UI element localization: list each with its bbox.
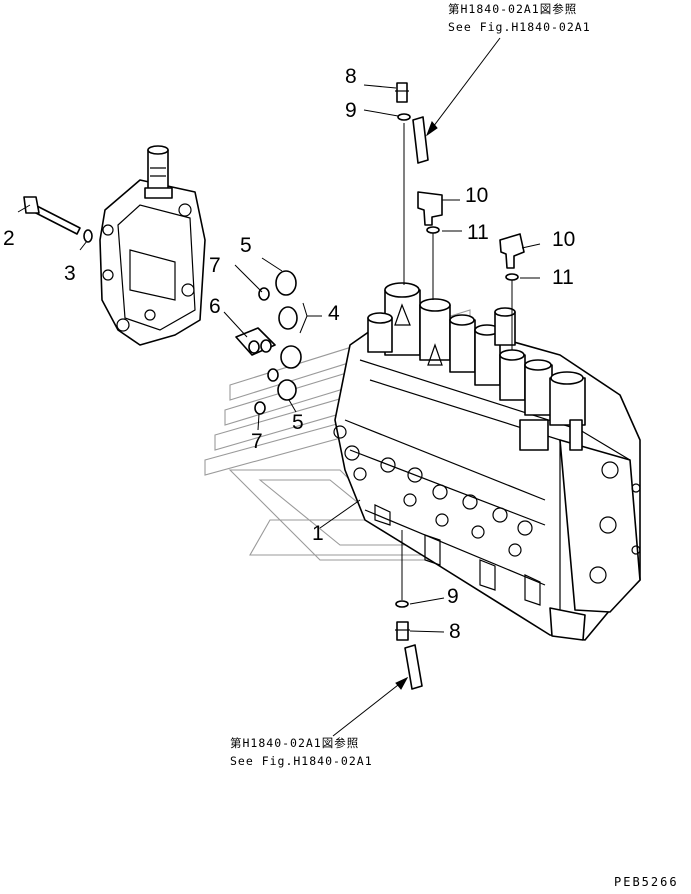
washer [83, 229, 93, 243]
callout-1: 1 [312, 522, 324, 545]
arrowhead-bottom [395, 676, 409, 690]
reference-bottom-jp: 第H1840-02A1図参照 [230, 736, 359, 750]
callout-10-left: 10 [465, 184, 488, 207]
callout-3: 3 [64, 262, 76, 285]
elbow-fitting-right [499, 233, 525, 281]
callout-11-left: 11 [467, 221, 489, 244]
plug-bottom [395, 600, 410, 641]
callout-9-top: 9 [345, 99, 357, 122]
callout-5-lower: 5 [292, 411, 304, 434]
elbow-fitting-left [417, 191, 443, 234]
callout-2: 2 [3, 227, 15, 250]
end-section-body [99, 145, 206, 346]
plug-top [395, 82, 411, 121]
callout-4: 4 [328, 302, 340, 325]
leader-lines [17, 37, 541, 737]
drawing-code: PEB5266 [614, 875, 679, 889]
callout-9-bottom: 9 [447, 585, 459, 608]
callout-6: 6 [209, 295, 221, 318]
callout-8-top: 8 [345, 65, 357, 88]
callout-7-upper: 7 [209, 254, 221, 277]
reference-bottom-en: See Fig.H1840-02A1 [230, 754, 373, 768]
spool-caps [367, 282, 586, 451]
reference-top-en: See Fig.H1840-02A1 [448, 20, 591, 34]
reference-top-jp: 第H1840-02A1図参照 [448, 2, 577, 16]
o-ring-set [235, 270, 302, 415]
hose-bottom [404, 644, 423, 690]
callout-7-lower: 7 [251, 430, 263, 453]
callout-8-bottom: 8 [449, 620, 461, 643]
callout-11-right: 11 [552, 266, 574, 289]
hose-top [412, 116, 429, 164]
tie-bolt [23, 196, 81, 235]
arrowhead-top [425, 121, 438, 137]
callout-10-right: 10 [552, 228, 575, 251]
callout-5-upper: 5 [240, 234, 252, 257]
